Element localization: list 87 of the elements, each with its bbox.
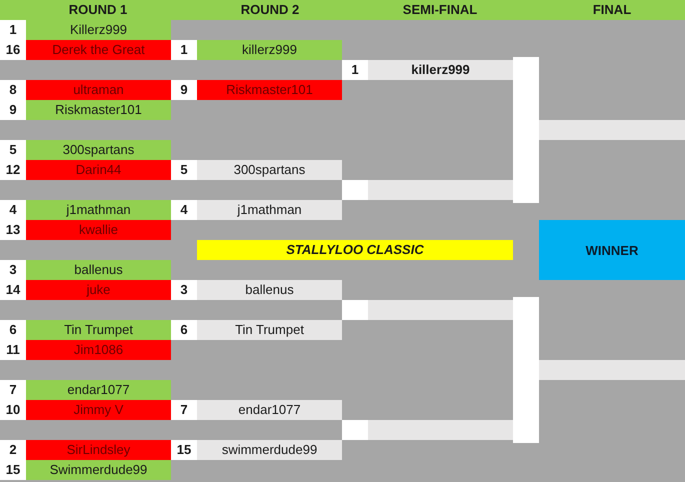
player-slot (0, 40, 171, 60)
player-slot (0, 20, 171, 40)
player-name: kwallie (78, 222, 118, 237)
player-slot (0, 400, 171, 420)
empty-slot (342, 420, 513, 440)
player-name: killerz999 (411, 62, 470, 77)
player-name: Jimmy V (74, 402, 124, 417)
player-slot (0, 280, 171, 300)
player-name: 300spartans (234, 162, 306, 177)
seed-number: 3 (180, 282, 188, 297)
player-name: Darin44 (76, 162, 122, 177)
player-name: Derek the Great (52, 42, 145, 57)
seed-number: 14 (6, 282, 20, 297)
seed-number: 15 (6, 462, 20, 477)
player-name: endar1077 (238, 402, 301, 417)
player-slot (0, 260, 171, 280)
final-slot (539, 120, 685, 140)
column-heading: ROUND 2 (240, 1, 300, 19)
seed-number: 4 (9, 202, 17, 217)
player-name: 300spartans (62, 142, 134, 157)
player-name: Swimmerdude99 (50, 462, 148, 477)
player-name: Jim1086 (74, 342, 124, 357)
player-name: ultraman (73, 82, 124, 97)
player-slot (171, 200, 342, 220)
seed-number: 8 (9, 82, 17, 97)
seed-number: 4 (180, 202, 188, 217)
seed-number: 13 (6, 222, 20, 237)
winner-box (539, 220, 685, 280)
player-slot (0, 320, 171, 340)
player-name: swimmerdude99 (222, 442, 318, 457)
empty-slot (342, 180, 513, 200)
player-slot (0, 160, 171, 180)
seed-number: 10 (6, 402, 20, 417)
seed-number: 11 (6, 342, 20, 357)
player-slot (0, 460, 171, 480)
winner-label: WINNER (586, 242, 638, 258)
player-slot (171, 160, 342, 180)
seed-number: 16 (6, 42, 20, 57)
player-name: Riskmaster101 (226, 82, 313, 97)
seed-number: 5 (9, 142, 17, 157)
column-heading: ROUND 1 (68, 1, 128, 19)
player-name: ballenus (245, 282, 294, 297)
seed-number: 9 (9, 102, 17, 117)
player-slot (0, 220, 171, 240)
player-slot (171, 440, 342, 460)
player-name: j1mathman (237, 202, 302, 217)
seed-number: 12 (6, 162, 20, 177)
player-slot (171, 320, 342, 340)
player-slot (0, 200, 171, 220)
player-name: Tin Trumpet (235, 322, 304, 337)
seed-number: 7 (9, 382, 17, 397)
player-slot (171, 80, 342, 100)
seed-number: 6 (180, 322, 188, 337)
player-slot (171, 280, 342, 300)
player-slot (0, 440, 171, 460)
column-heading: SEMI-FINAL (402, 1, 478, 19)
player-slot (0, 100, 171, 120)
player-slot (0, 340, 171, 360)
seed-number: 1 (180, 42, 188, 57)
player-name: ballenus (74, 262, 123, 277)
seed-number: 1 (351, 62, 359, 77)
tournament-title: STALLYLOO CLASSIC (286, 242, 424, 257)
seed-number: 15 (176, 442, 192, 457)
seed-number: 5 (180, 162, 188, 177)
player-slot (0, 380, 171, 400)
player-name: endar1077 (67, 382, 130, 397)
player-name: juke (86, 282, 110, 297)
empty-slot (342, 300, 513, 320)
player-slot (171, 40, 342, 60)
seed-number: 6 (9, 322, 17, 337)
player-slot (0, 80, 171, 100)
seed-number: 7 (180, 402, 188, 417)
player-name: Tin Trumpet (64, 322, 133, 337)
column-heading: FINAL (592, 1, 632, 19)
player-name: Riskmaster101 (55, 102, 142, 117)
player-name: Killerz999 (70, 22, 128, 37)
player-name: killerz999 (242, 42, 297, 57)
seed-number: 9 (180, 82, 188, 97)
seed-number: 3 (9, 262, 17, 277)
final-slot (539, 360, 685, 380)
player-slot (171, 400, 342, 420)
player-slot (0, 140, 171, 160)
player-name: SirLindsley (66, 442, 130, 457)
seed-number: 1 (9, 22, 17, 37)
player-name: j1mathman (66, 202, 131, 217)
player-slot (342, 60, 513, 80)
seed-number: 2 (9, 442, 17, 457)
